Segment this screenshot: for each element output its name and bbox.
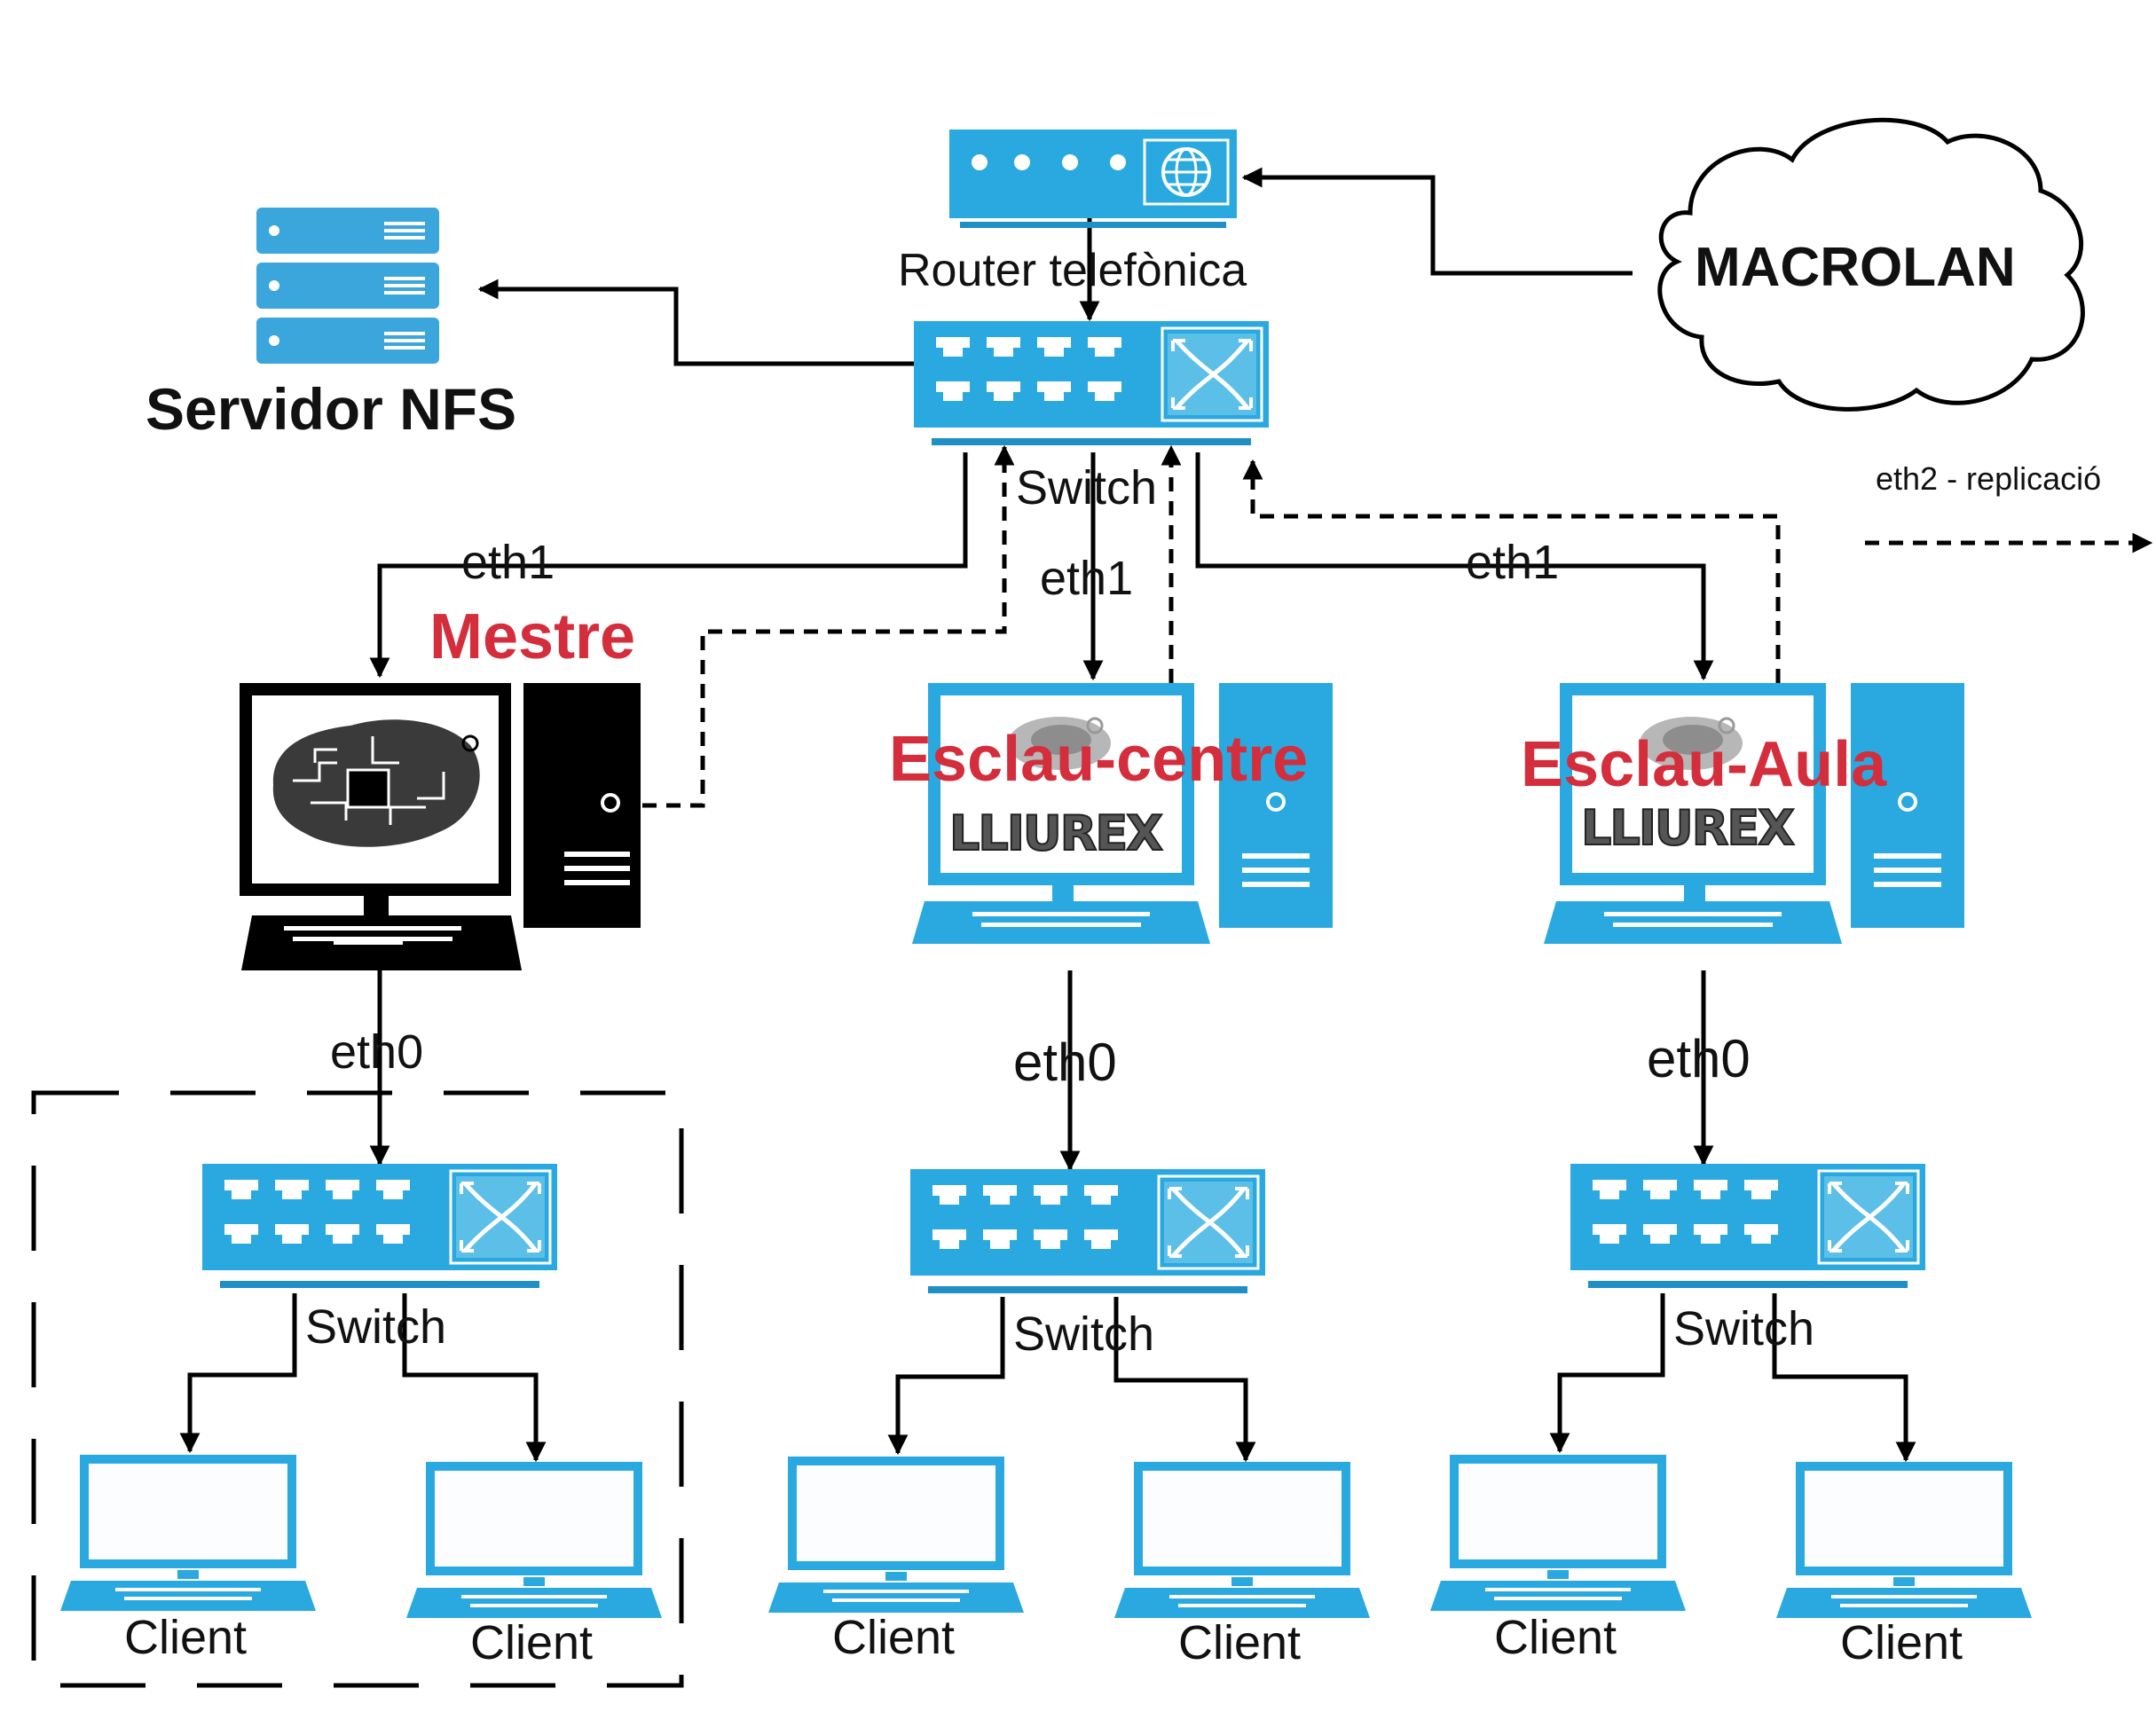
- esclau-aula-replication-link: [1242, 459, 1781, 683]
- esclau-aula-client-link-1: [1549, 1293, 1665, 1454]
- esclau-aula-client-link-2: [1772, 1293, 1916, 1463]
- esclau-centre-switch-label: Switch: [1013, 1308, 1154, 1361]
- cloud-to-router-link: [1241, 167, 1633, 276]
- esclau-aula-client-label-1: Client: [1494, 1611, 1617, 1664]
- esclau-centre-client-label-1: Client: [832, 1611, 955, 1664]
- router-label: Router telefònica: [898, 245, 1247, 296]
- esclau-aula-eth0-label: eth0: [1647, 1029, 1751, 1088]
- mestre-client-label-2: Client: [470, 1616, 593, 1669]
- esclau-centre-client-link-2: [1113, 1297, 1256, 1463]
- mestre-eth1-label: eth1: [461, 536, 555, 589]
- cloud-label: MACROLAN: [1695, 237, 2016, 298]
- switch-to-esclau-aula-link: [1195, 452, 1714, 681]
- switch-to-server-link: [477, 279, 914, 366]
- mestre-switch-icon: [202, 1164, 557, 1288]
- mestre-computer-icon: [240, 683, 641, 970]
- esclau-centre-client-label-2: Client: [1178, 1616, 1301, 1669]
- mestre-client-label-1: Client: [124, 1611, 247, 1664]
- esclau-centre-eth1-label: eth1: [1040, 552, 1133, 605]
- mestre-client-link-2: [402, 1293, 547, 1463]
- esclau-aula-client-laptop-2: [1776, 1462, 2032, 1618]
- server-icon: [256, 208, 439, 364]
- esclau-aula-client-label-2: Client: [1840, 1616, 1963, 1669]
- esclau-centre-switch-icon: [910, 1169, 1265, 1293]
- server-label: Servidor NFS: [146, 376, 516, 442]
- router-icon: [949, 130, 1237, 228]
- esclau-centre-client-laptop-1: [768, 1457, 1024, 1613]
- esclau-aula-eth1-label: eth1: [1466, 536, 1559, 589]
- esclau-centre-label: Esclau-centre: [889, 724, 1308, 795]
- legend-label: eth2 - replicació: [1876, 460, 2101, 497]
- core-switch-label: Switch: [1016, 461, 1157, 514]
- esclau-centre-eth0-label: eth0: [1013, 1033, 1117, 1092]
- mestre-label: Mestre: [429, 601, 635, 672]
- esclau-aula-label: Esclau-Aula: [1521, 729, 1887, 800]
- core-switch-icon: [914, 321, 1269, 445]
- mestre-client-laptop-2: [406, 1462, 662, 1618]
- esclau-aula-switch-icon: [1570, 1164, 1925, 1288]
- esclau-centre-client-laptop-2: [1114, 1462, 1370, 1618]
- esclau-centre-client-link-1: [887, 1297, 1005, 1456]
- switch-to-mestre-link: [369, 452, 968, 679]
- mestre-client-laptop-1: [60, 1455, 316, 1611]
- mestre-group-box: [31, 1090, 684, 1688]
- esclau-aula-client-laptop-1: [1430, 1455, 1686, 1611]
- mestre-client-link-1: [179, 1293, 297, 1454]
- esclau-centre-lliurex-logo: LLIUREX: [949, 805, 1162, 861]
- cloud-icon: [1657, 117, 2085, 412]
- esclau-aula-lliurex-logo: LLIUREX: [1581, 800, 1794, 856]
- esclau-aula-switch-label: Switch: [1673, 1302, 1814, 1355]
- mestre-switch-label: Switch: [305, 1300, 446, 1354]
- mestre-eth0-label: eth0: [330, 1025, 423, 1079]
